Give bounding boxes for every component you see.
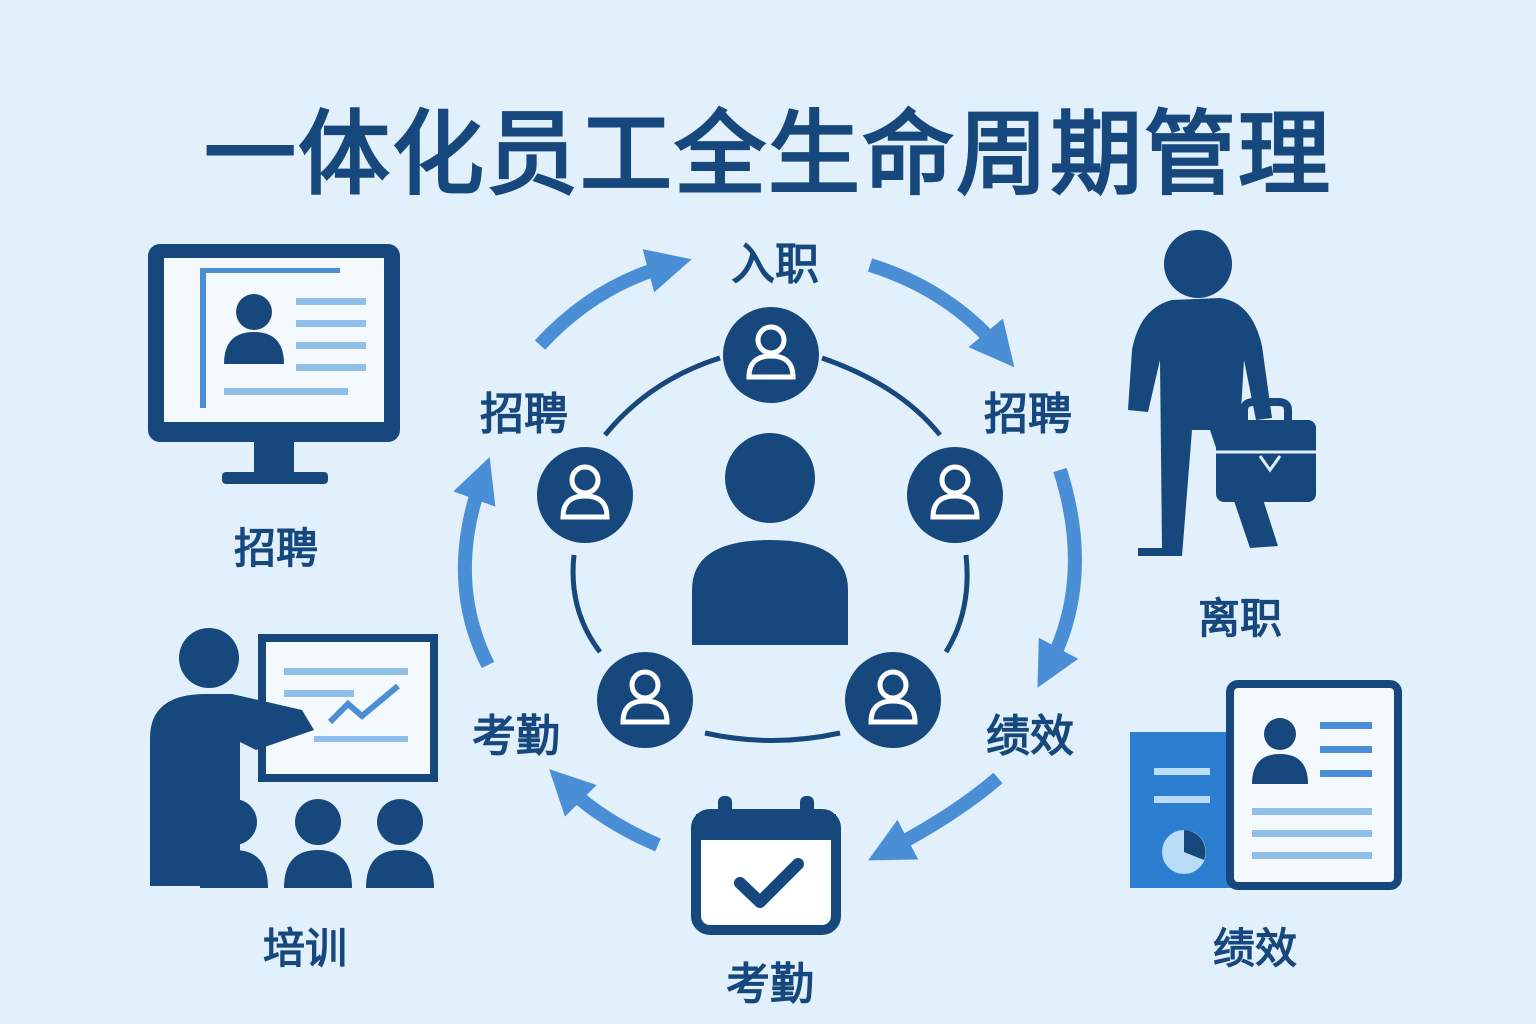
arrow-attendance-to-recruit [453,456,496,669]
walking-person-briefcase-icon [1128,230,1316,556]
presenter-audience-icon [150,628,438,888]
cycle-label-lower-left: 考勤 [472,711,560,762]
cycle-label-top: 入职 [731,239,819,290]
person-badge-lower-left [597,652,693,748]
training-label: 培训 [262,924,348,973]
arrow-recruit-to-performance [1037,467,1082,688]
recruitment-label: 招聘 [233,524,319,573]
person-icon [692,433,848,645]
arrow-performance-to-calendar [868,772,1003,861]
arrow-recruit-to-onboard [534,249,692,350]
monitor-resume-icon [148,244,400,484]
cycle-arrows [453,249,1082,861]
cycle-label-bottom: 考勤 [726,959,814,1010]
person-badge-left [537,447,633,543]
person-badge-right [907,447,1003,543]
performance-label: 绩效 [1212,924,1298,973]
calendar-check-icon [691,796,841,935]
offboarding-label: 离职 [1197,594,1283,643]
cycle-label-upper-right: 招聘 [984,389,1072,440]
inner-ring [570,355,970,743]
report-documents-icon [1130,680,1402,890]
cycle-label-upper-left: 招聘 [480,389,568,440]
arrow-onboard-to-recruit [867,258,1015,368]
person-badge-lower-right [845,652,941,748]
cycle-label-lower-right: 绩效 [986,711,1074,762]
page-title: 一体化员工全生命周期管理 [203,101,1332,208]
arrow-calendar-to-attendance [549,769,661,852]
person-badge-top [723,307,819,403]
